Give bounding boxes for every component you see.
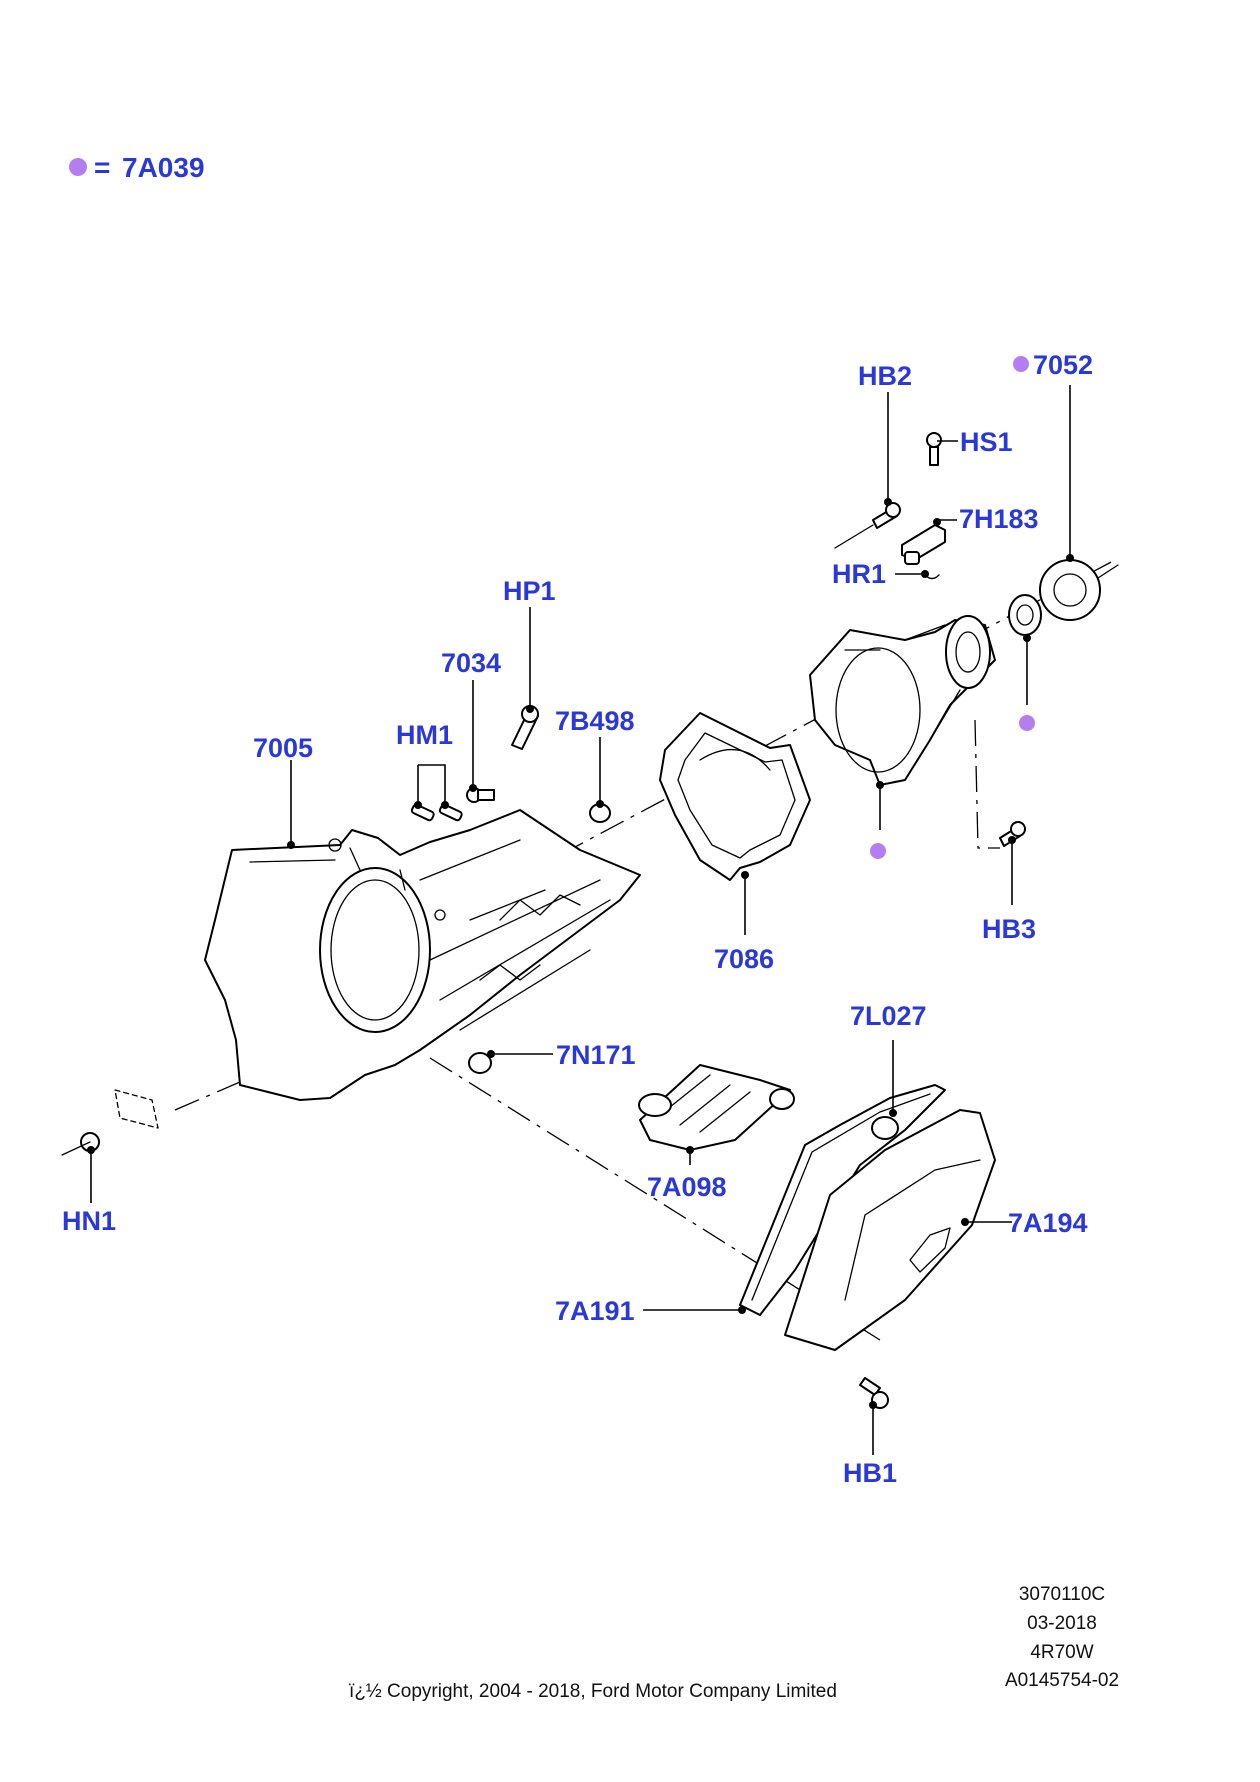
callout-7n171[interactable]: 7N171 xyxy=(556,1040,636,1070)
oil-pan-7a194[interactable] xyxy=(784,1109,996,1351)
callout-7086[interactable]: 7086 xyxy=(714,944,774,974)
bolt-hb2[interactable] xyxy=(834,502,901,549)
legend-part-number: 7A039 xyxy=(122,152,205,183)
callout-7a194[interactable]: 7A194 xyxy=(1008,1208,1088,1238)
footer-model: 4R70W xyxy=(1030,1642,1093,1663)
callout-hb3[interactable]: HB3 xyxy=(982,914,1036,944)
transmission-case-7005[interactable] xyxy=(204,809,641,1101)
legend-equals: = xyxy=(94,152,110,183)
legend-marker-dot xyxy=(69,158,87,176)
callout-7b498[interactable]: 7B498 xyxy=(555,706,635,736)
footer-copyright: ï¿½ Copyright, 2004 - 2018, Ford Motor C… xyxy=(349,1681,837,1702)
callout-7052[interactable]: 7052 xyxy=(1033,350,1093,380)
callout-7l027[interactable]: 7L027 xyxy=(850,1001,927,1031)
callout-hn1[interactable]: HN1 xyxy=(62,1206,116,1236)
bolt-hp1[interactable] xyxy=(511,705,539,750)
callout-hm1[interactable]: HM1 xyxy=(396,720,453,750)
marker-dot-bushing xyxy=(1019,715,1035,731)
footer-illustration-id: A0145754-02 xyxy=(1005,1670,1119,1691)
pan-gasket-7a191[interactable] xyxy=(739,1084,946,1316)
marker-dot-housing xyxy=(870,843,886,859)
footer-code: 3070110C xyxy=(1019,1584,1105,1605)
filter-7a098[interactable] xyxy=(638,1064,795,1151)
rear-seal-7052[interactable] xyxy=(1039,559,1119,621)
callout-hs1[interactable]: HS1 xyxy=(960,427,1013,457)
legend: = 7A039 xyxy=(69,152,205,183)
callout-hb2[interactable]: HB2 xyxy=(858,361,912,391)
speed-sensor-7h183[interactable] xyxy=(901,524,946,565)
callout-7034[interactable]: 7034 xyxy=(441,648,501,678)
magnet-7l027[interactable] xyxy=(871,1116,899,1140)
leader-dots xyxy=(87,498,1074,1409)
callout-7h183[interactable]: 7H183 xyxy=(959,504,1039,534)
callout-7a191[interactable]: 7A191 xyxy=(555,1296,635,1326)
gasket-7086[interactable] xyxy=(659,712,811,881)
callout-labels: HB2 7052 HS1 7H183 HR1 HP1 7034 7B498 70… xyxy=(62,350,1093,1488)
callout-hb1[interactable]: HB1 xyxy=(843,1458,897,1488)
callout-hr1[interactable]: HR1 xyxy=(832,559,886,589)
rear-bushing-7a039[interactable] xyxy=(1008,594,1042,636)
seal-7n171[interactable] xyxy=(468,1052,492,1074)
extension-housing[interactable] xyxy=(809,615,996,786)
bolt-hs1[interactable] xyxy=(926,432,942,466)
callout-7a098[interactable]: 7A098 xyxy=(647,1172,727,1202)
footer: 3070110C 03-2018 4R70W A0145754-02 ï¿½ C… xyxy=(349,1584,1119,1702)
marker-dot-7052 xyxy=(1013,356,1029,372)
shield-plug xyxy=(114,1089,159,1129)
callout-7005[interactable]: 7005 xyxy=(253,733,313,763)
callout-hp1[interactable]: HP1 xyxy=(503,576,556,606)
footer-date: 03-2018 xyxy=(1027,1613,1097,1634)
